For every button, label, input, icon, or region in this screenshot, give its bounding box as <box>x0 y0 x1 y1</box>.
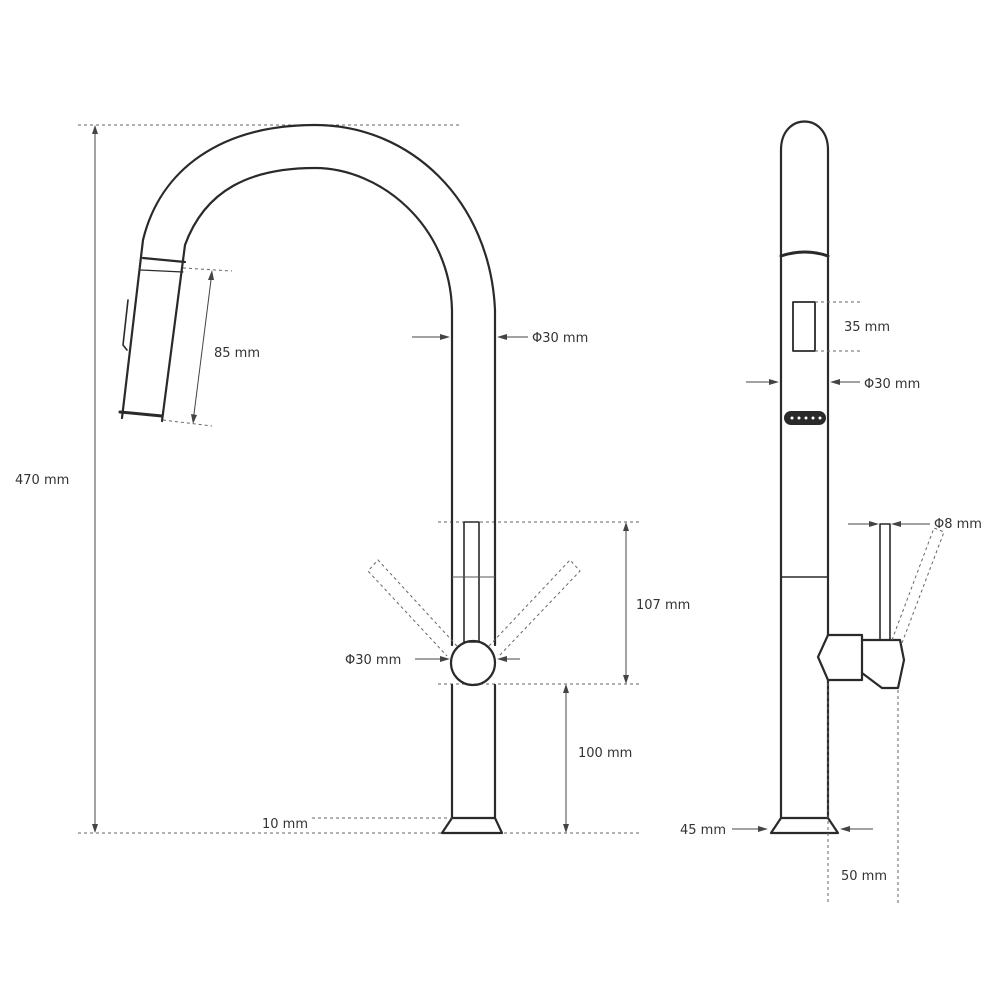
spray-length-dimension-line <box>192 271 213 423</box>
spray-button <box>792 301 816 352</box>
handle-diameter-label: Φ30 mm <box>345 653 401 668</box>
button-height-label: 35 mm <box>844 320 890 335</box>
lever-rod <box>463 521 480 643</box>
spray-head-seam <box>779 250 830 258</box>
side-base <box>769 816 840 835</box>
spout-outer-curve <box>120 123 497 647</box>
spray-length-label: 85 mm <box>214 346 260 361</box>
side-lever-ghost <box>891 527 945 644</box>
faucet-base <box>440 816 504 835</box>
side-handle-block <box>816 633 864 682</box>
spout-diameter-label: Φ30 mm <box>532 331 588 346</box>
base-height-label: 10 mm <box>262 817 308 832</box>
spray-head <box>118 256 187 418</box>
base-depth-label: 50 mm <box>841 869 887 884</box>
side-diameter-label: Φ30 mm <box>864 377 920 392</box>
spout-inner-curve <box>160 166 454 647</box>
total-height-label: 470 mm <box>15 473 69 488</box>
lever-right-ghost <box>488 559 581 657</box>
lever-range-label: 107 mm <box>636 598 690 613</box>
side-view: 35 mm Φ30 mm Φ8 mm 45 mm 50 mm <box>680 120 982 905</box>
front-view: 470 mm 85 mm Φ30 mm Φ30 mm 107 mm 100 mm <box>15 123 690 835</box>
side-body-outline <box>779 120 830 820</box>
side-handle-cap <box>860 638 906 690</box>
base-width-label: 45 mm <box>680 823 726 838</box>
lever-left-ghost <box>367 559 458 657</box>
handle-knob <box>449 639 497 687</box>
side-lever-rod <box>879 523 891 641</box>
handle-height-label: 100 mm <box>578 746 632 761</box>
handle-body <box>367 521 581 687</box>
lever-diameter-label: Φ8 mm <box>934 517 982 532</box>
